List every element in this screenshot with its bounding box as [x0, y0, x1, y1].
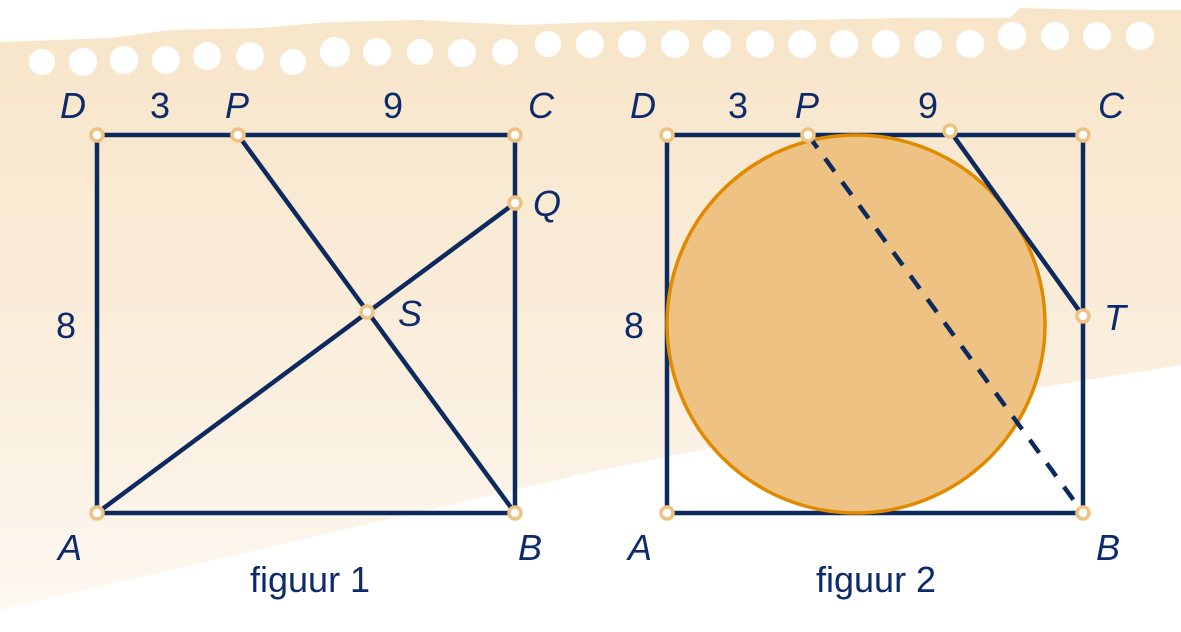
circle [665, 133, 1047, 515]
figure-1: D 3 P 9 C Q S 8 A B figuur 1 [56, 85, 561, 600]
point-p [800, 127, 816, 143]
caption-figure-2: figuur 2 [816, 559, 936, 600]
point-a [659, 505, 675, 521]
label-p: P [795, 85, 819, 126]
point-tangent-top [942, 123, 958, 139]
label-a: A [56, 527, 82, 568]
segment-aq [95, 201, 517, 515]
label-p: P [225, 85, 249, 126]
label-d: D [630, 85, 656, 126]
label-length-ad: 8 [56, 305, 76, 346]
point-a [89, 505, 105, 521]
point-p [230, 127, 246, 143]
label-c: C [528, 85, 555, 126]
label-length-pc: 9 [383, 85, 403, 126]
point-d [659, 127, 675, 143]
caption-figure-1: figuur 1 [250, 559, 370, 600]
label-b: B [1096, 527, 1120, 568]
point-t [1075, 308, 1091, 324]
label-d: D [60, 85, 86, 126]
label-t: T [1104, 297, 1129, 338]
label-length-ad: 8 [624, 305, 644, 346]
label-q: Q [533, 183, 561, 224]
label-b: B [518, 527, 542, 568]
point-d [89, 127, 105, 143]
paper-holes [29, 22, 1154, 76]
label-c: C [1098, 85, 1125, 126]
point-s [359, 304, 375, 320]
tangent-segment [948, 129, 1085, 318]
point-b [1075, 505, 1091, 521]
point-c [1075, 127, 1091, 143]
label-length-dp: 3 [728, 85, 748, 126]
square-abcd [94, 132, 518, 516]
label-length-dp: 3 [150, 85, 170, 126]
dashed-segment-pb [806, 133, 1085, 515]
point-c [507, 127, 523, 143]
point-q [507, 195, 523, 211]
point-b [507, 505, 523, 521]
label-length-pc: 9 [918, 85, 938, 126]
label-s: S [398, 293, 422, 334]
label-a: A [626, 527, 652, 568]
segment-pb [236, 133, 517, 515]
figure-2: D 3 P 9 C T 8 A B figuur 2 [624, 85, 1129, 600]
